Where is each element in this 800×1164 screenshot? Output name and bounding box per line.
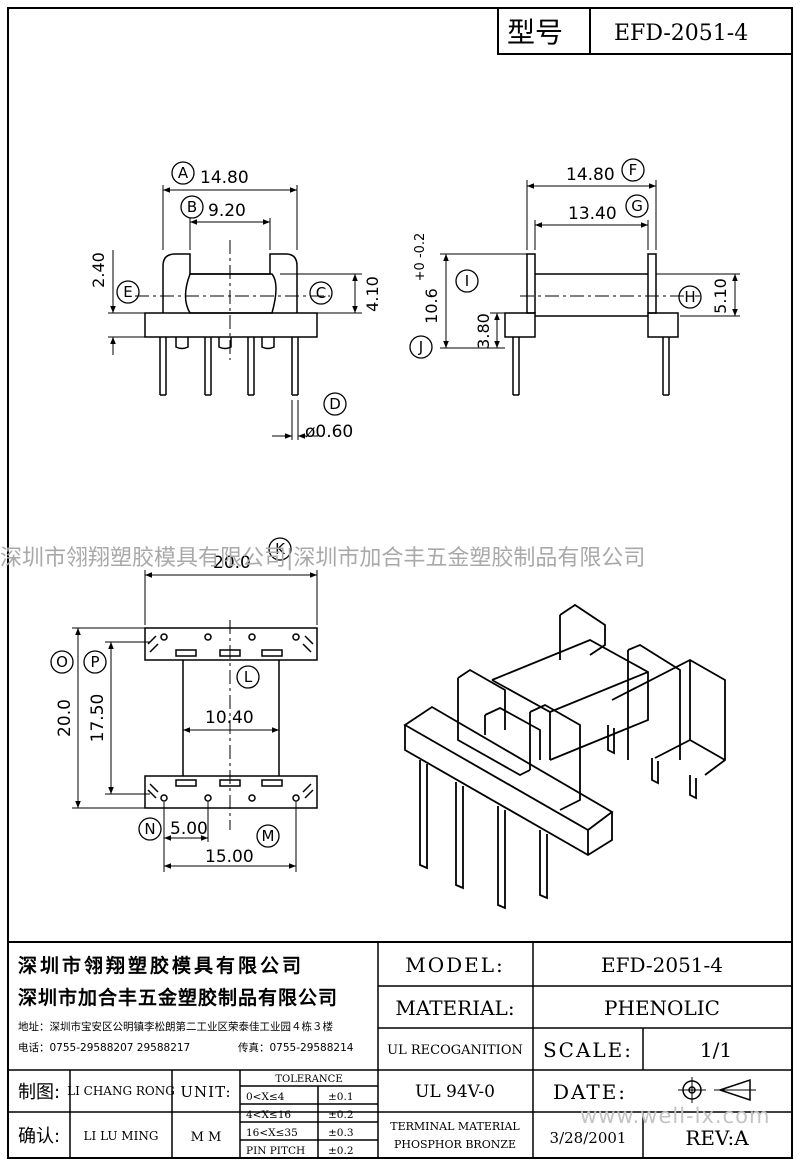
date-value: 3/28/2001	[550, 1129, 627, 1147]
date-label: DATE:	[553, 1080, 627, 1104]
tolerance-range-1: 0<X≤4	[246, 1091, 285, 1103]
header-box	[497, 7, 793, 55]
dim-p: 17.50	[88, 694, 108, 743]
dim-o: 20.0	[55, 699, 75, 737]
dim-f: 14.80	[566, 165, 615, 185]
scale-label: SCALE:	[543, 1038, 633, 1062]
ul-value: UL 94V-0	[415, 1082, 495, 1102]
company-phone: 电话：0755-29588207 29588217	[18, 1041, 190, 1054]
watermark-text: 深圳市翎翔塑胶模具有限公司|深圳市加合丰五金塑胶制品有限公司	[0, 546, 646, 571]
callout-e: E	[123, 283, 132, 301]
company-name-2: 深圳市加合丰五金塑胶制品有限公司	[18, 986, 338, 1009]
callout-k: K	[275, 540, 286, 558]
watermark-site: www.well-lx.com	[580, 1104, 771, 1128]
terminal-material-value: PHOSPHOR BRONZE	[394, 1138, 516, 1151]
dim-n: 5.00	[170, 819, 208, 839]
dim-c: 4.10	[363, 276, 382, 312]
scale-value: 1/1	[700, 1038, 732, 1062]
tolerance-range-4: PIN PITCH	[246, 1145, 305, 1157]
terminal-material-label: TERMINAL MATERIAL	[390, 1120, 520, 1133]
dim-m: 15.00	[205, 847, 254, 867]
callout-o: O	[56, 653, 68, 671]
ul-label: UL RECOGANITION	[387, 1043, 523, 1058]
callout-b: B	[187, 198, 197, 216]
tolerance-title: TOLERANCE	[275, 1074, 342, 1085]
tolerance-value-4: ±0.2	[328, 1145, 354, 1157]
callout-p: P	[90, 653, 99, 671]
isometric-view	[403, 603, 726, 910]
model-label: MODEL:	[405, 953, 505, 977]
company-name-1: 深圳市翎翔塑胶模具有限公司	[18, 954, 304, 977]
dim-l: 10.40	[205, 708, 254, 728]
dim-k: 20.0	[213, 553, 251, 573]
checked-by-label: 确认:	[18, 1126, 60, 1147]
dim-i-base: 10.6	[422, 288, 441, 324]
unit-value: M M	[191, 1130, 222, 1145]
callout-h: H	[684, 288, 695, 306]
company-address: 地址：深圳市宝安区公明镇李松朗第二工业区荣泰佳工业园４栋３楼	[18, 1020, 333, 1033]
callout-j: J	[418, 338, 423, 356]
callout-i: I	[465, 272, 469, 290]
callout-g: G	[631, 197, 643, 215]
dim-g: 13.40	[568, 204, 617, 224]
dim-h: 5.10	[711, 278, 730, 314]
model-value: EFD-2051-4	[601, 953, 723, 977]
tolerance-value-3: ±0.3	[328, 1127, 354, 1139]
tolerance-range-2: 4<X≤16	[246, 1109, 291, 1121]
dim-j: 3.80	[474, 313, 493, 349]
callout-d: D	[329, 395, 341, 413]
drawn-by-name: LI CHANG RONG	[67, 1084, 175, 1098]
dim-i-tol: +0 -0.2	[413, 233, 428, 282]
title-block	[8, 941, 792, 1158]
checked-by-name: LI LU MING	[84, 1129, 159, 1143]
front-view	[108, 185, 362, 440]
dim-a: 14.80	[200, 168, 249, 188]
tolerance-value-1: ±0.1	[328, 1091, 354, 1103]
header-model: EFD-2051-4	[614, 21, 748, 46]
material-label: MATERIAL:	[395, 996, 514, 1020]
callout-c: C	[316, 284, 326, 302]
callout-m: M	[262, 827, 275, 845]
dim-b: 9.20	[208, 201, 246, 221]
tolerance-value-2: ±0.2	[328, 1109, 354, 1121]
material-value: PHENOLIC	[604, 996, 720, 1020]
drawn-by-label: 制图:	[18, 1082, 60, 1103]
dim-d: ø0.60	[305, 422, 353, 442]
callout-f: F	[629, 161, 638, 179]
tolerance-range-3: 16<X≤35	[246, 1127, 298, 1139]
header-label: 型号	[507, 16, 563, 49]
dim-e: 2.40	[89, 252, 108, 288]
callout-l: L	[244, 668, 253, 686]
side-view	[440, 180, 740, 396]
top-view	[72, 570, 318, 872]
company-fax: 传真：0755-29588214	[238, 1041, 354, 1054]
sheet-border	[7, 7, 793, 1159]
unit-label: UNIT:	[180, 1083, 231, 1101]
revision-label: REV:A	[685, 1126, 749, 1150]
callout-a: A	[178, 164, 189, 182]
callout-n: N	[144, 820, 155, 838]
